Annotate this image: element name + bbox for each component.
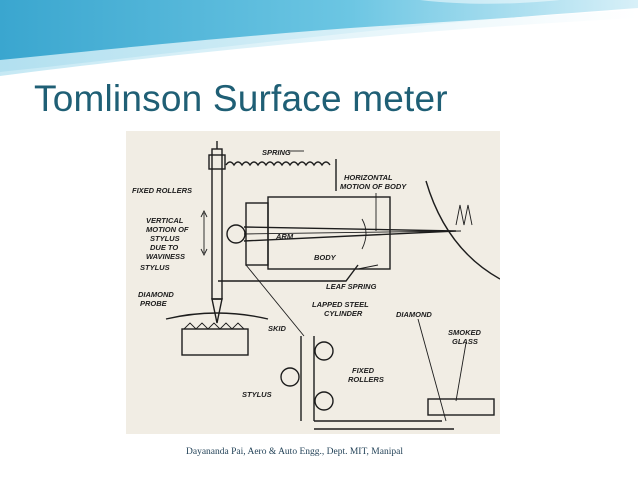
label-fixed-rollers-top: FIXED ROLLERS [132, 186, 192, 195]
smoked-glass-arc [425, 180, 500, 280]
label-vertical-3: STYLUS [150, 234, 180, 243]
label-smoked-1: SMOKED [448, 328, 482, 337]
workpiece [181, 328, 249, 356]
label-vertical-1: VERTICAL [146, 216, 184, 225]
skid [165, 312, 269, 320]
label-arm: ARM [275, 232, 294, 241]
smoked-glass-leader [455, 342, 467, 402]
label-stylus-top: STYLUS [140, 263, 170, 272]
label-diamond-probe-2: PROBE [140, 299, 168, 308]
label-stylus-bottom: STYLUS [242, 390, 272, 399]
label-lapped-2: CYLINDER [324, 309, 363, 318]
arm-rotation-arrow [361, 218, 367, 250]
lapped-cylinder-link [245, 264, 305, 337]
leaf-spring [218, 264, 359, 282]
vertical-motion-arrowheads [200, 209, 208, 257]
smoked-glass-plate [427, 398, 495, 416]
label-skid: SKID [268, 324, 287, 333]
leaf-spring-leader [357, 264, 379, 270]
diamond-leader [417, 318, 447, 422]
lower-stylus-roller [280, 367, 300, 387]
spring-anchor-top [208, 154, 226, 170]
label-diamond: DIAMOND [396, 310, 432, 319]
label-fixed-rollers-bottom-1: FIXED [352, 366, 375, 375]
label-spring: SPRING [262, 148, 291, 157]
label-leaf-spring: LEAF SPRING [326, 282, 377, 291]
arm-pivot-line [243, 230, 462, 235]
label-horizontal-2: MOTION OF BODY [340, 182, 407, 191]
spring-coil [225, 161, 331, 167]
fixed-roller-upper [314, 341, 334, 361]
stylus-shaft [211, 148, 223, 300]
slide-title: Tomlinson Surface meter [34, 78, 448, 119]
label-vertical-4: DUE TO [150, 243, 178, 252]
label-diamond-probe-1: DIAMOND [138, 290, 174, 299]
diamond-probe [211, 298, 223, 324]
slide-footer: Dayananda Pai, Aero & Auto Engg., Dept. … [186, 447, 403, 457]
diagram-drawing: SPRING HORIZONTAL MOTION OF BODY FIXED R… [132, 141, 500, 430]
fixed-roller-top [226, 224, 246, 244]
workpiece-surface [183, 322, 245, 330]
label-lapped-1: LAPPED STEEL [312, 300, 369, 309]
trace-marks [455, 204, 473, 226]
label-vertical-2: MOTION OF [146, 225, 189, 234]
label-vertical-5: WAVINESS [146, 252, 185, 261]
label-horizontal-1: HORIZONTAL [344, 173, 393, 182]
label-smoked-2: GLASS [452, 337, 478, 346]
tomlinson-diagram: SPRING HORIZONTAL MOTION OF BODY FIXED R… [126, 131, 500, 434]
header-wave-decoration [0, 0, 638, 76]
label-fixed-rollers-bottom-2: ROLLERS [348, 375, 384, 384]
label-body: BODY [314, 253, 337, 262]
fixed-roller-lower [314, 391, 334, 411]
